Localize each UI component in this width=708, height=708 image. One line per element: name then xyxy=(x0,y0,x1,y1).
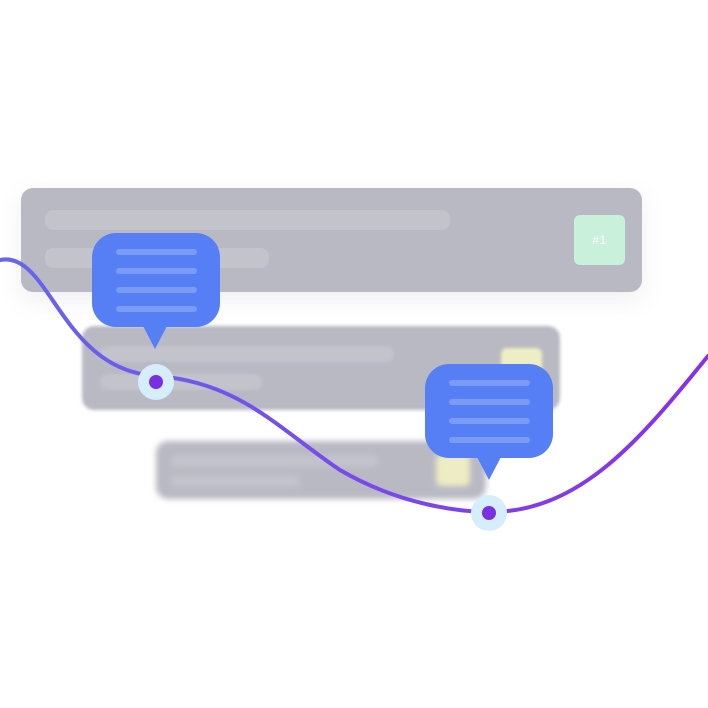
card-rank-3[interactable] xyxy=(156,441,486,499)
card-subtitle-placeholder xyxy=(170,475,300,487)
card-title-placeholder xyxy=(45,210,450,230)
trend-curve xyxy=(0,257,708,515)
curve-marker[interactable] xyxy=(471,495,507,531)
chat-bubble-icon[interactable] xyxy=(92,233,220,349)
chat-bubble-icon[interactable] xyxy=(425,364,553,480)
curve-marker[interactable] xyxy=(138,364,174,400)
rank-badge xyxy=(436,454,470,486)
rank-badge: #1 xyxy=(574,215,625,265)
card-title-placeholder xyxy=(100,346,394,362)
